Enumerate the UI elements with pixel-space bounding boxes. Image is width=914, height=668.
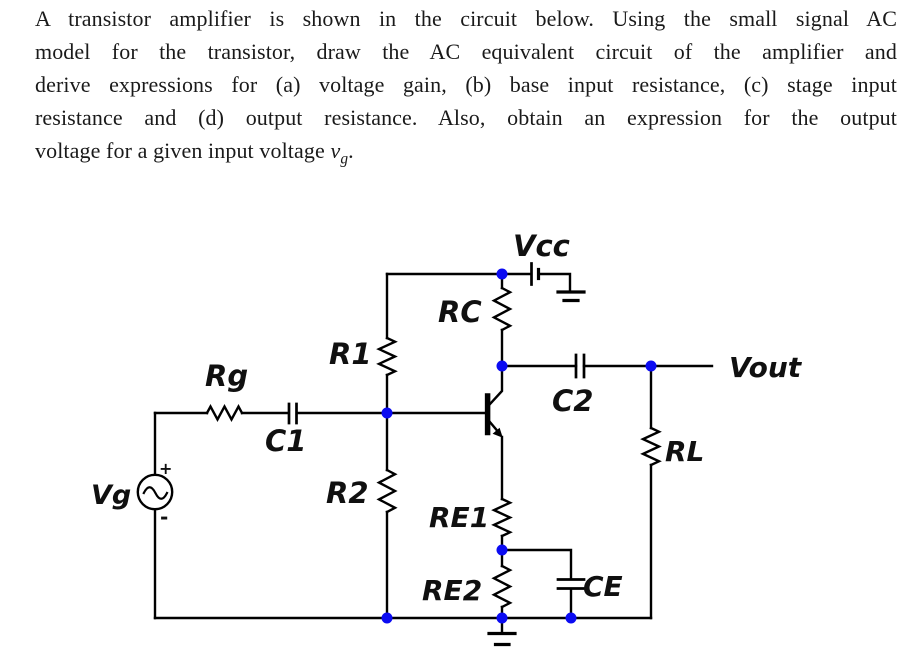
resistor-rl-symbol bbox=[640, 426, 662, 467]
label-rl: RL bbox=[665, 435, 704, 468]
label-re2: RE2 bbox=[422, 574, 482, 607]
node-dot-rail-gnd bbox=[496, 612, 508, 624]
problem-line-last: voltage for a given input voltage vg. bbox=[35, 134, 897, 175]
transistor-emitter-arrow-icon bbox=[492, 427, 503, 438]
source-plus-sign: + bbox=[159, 459, 172, 478]
resistor-re2-symbol bbox=[491, 564, 513, 609]
ground-symbols bbox=[487, 290, 586, 647]
component-labels: Vcc RC R1 Rg C1 C2 Vout RL Vg R2 RE1 RE2… bbox=[91, 229, 803, 607]
node-dot-rail-r2 bbox=[381, 612, 393, 624]
capacitor-c2-symbol bbox=[574, 353, 586, 379]
resistor-rg-symbol bbox=[205, 403, 244, 423]
last-line-prefix: voltage for a given input voltage bbox=[35, 138, 331, 163]
label-c1: C1 bbox=[265, 424, 306, 458]
label-r2: R2 bbox=[326, 476, 369, 510]
node-dot-vout bbox=[645, 360, 657, 372]
label-vg: Vg bbox=[91, 480, 131, 511]
resistors bbox=[205, 286, 662, 609]
capacitors bbox=[287, 262, 586, 590]
circuit-wires bbox=[153, 272, 714, 620]
label-vout: Vout bbox=[729, 351, 803, 384]
ac-source-circle bbox=[136, 473, 174, 511]
label-c2: C2 bbox=[552, 384, 593, 418]
sine-wave-icon bbox=[142, 486, 169, 500]
problem-line: resistance and (d) output resistance. Al… bbox=[35, 105, 897, 130]
connection-nodes bbox=[381, 268, 657, 624]
source-minus-sign: - bbox=[160, 505, 168, 529]
resistor-r2-symbol bbox=[376, 468, 398, 514]
capacitor-ce-symbol bbox=[556, 578, 586, 590]
resistor-rc-symbol bbox=[491, 286, 513, 332]
label-rg: Rg bbox=[205, 359, 248, 393]
input-voltage-symbol: v bbox=[330, 138, 341, 163]
problem-line: derive expressions for (a) voltage gain,… bbox=[35, 72, 897, 97]
node-dot-emitter-mid bbox=[496, 544, 508, 556]
last-line-suffix: . bbox=[348, 138, 354, 163]
ac-source: + - bbox=[136, 459, 174, 529]
node-dot-rail-ce bbox=[565, 612, 577, 624]
label-rc: RC bbox=[438, 295, 482, 329]
problem-line: A transistor amplifier is shown in the c… bbox=[35, 6, 897, 31]
resistor-re1-symbol bbox=[491, 497, 513, 538]
label-vcc: Vcc bbox=[513, 229, 570, 263]
transistor-collector-lead bbox=[487, 364, 504, 407]
node-dot-collector bbox=[496, 360, 508, 372]
wire-ce-branch bbox=[500, 548, 573, 620]
label-ce: CE bbox=[583, 570, 623, 603]
node-dot-base bbox=[381, 407, 393, 419]
label-r1: R1 bbox=[329, 337, 372, 371]
problem-line: model for the transistor, draw the AC eq… bbox=[35, 39, 897, 64]
resistor-r1-symbol bbox=[376, 336, 398, 377]
wire-vcc-link bbox=[537, 272, 572, 293]
input-voltage-subscript: g bbox=[340, 150, 349, 168]
transistor-npn bbox=[484, 364, 504, 438]
node-dot-vcc bbox=[496, 268, 508, 280]
capacitor-c1-symbol bbox=[287, 402, 298, 425]
problem-statement: A transistor amplifier is shown in the c… bbox=[35, 2, 897, 175]
label-re1: RE1 bbox=[429, 501, 489, 534]
